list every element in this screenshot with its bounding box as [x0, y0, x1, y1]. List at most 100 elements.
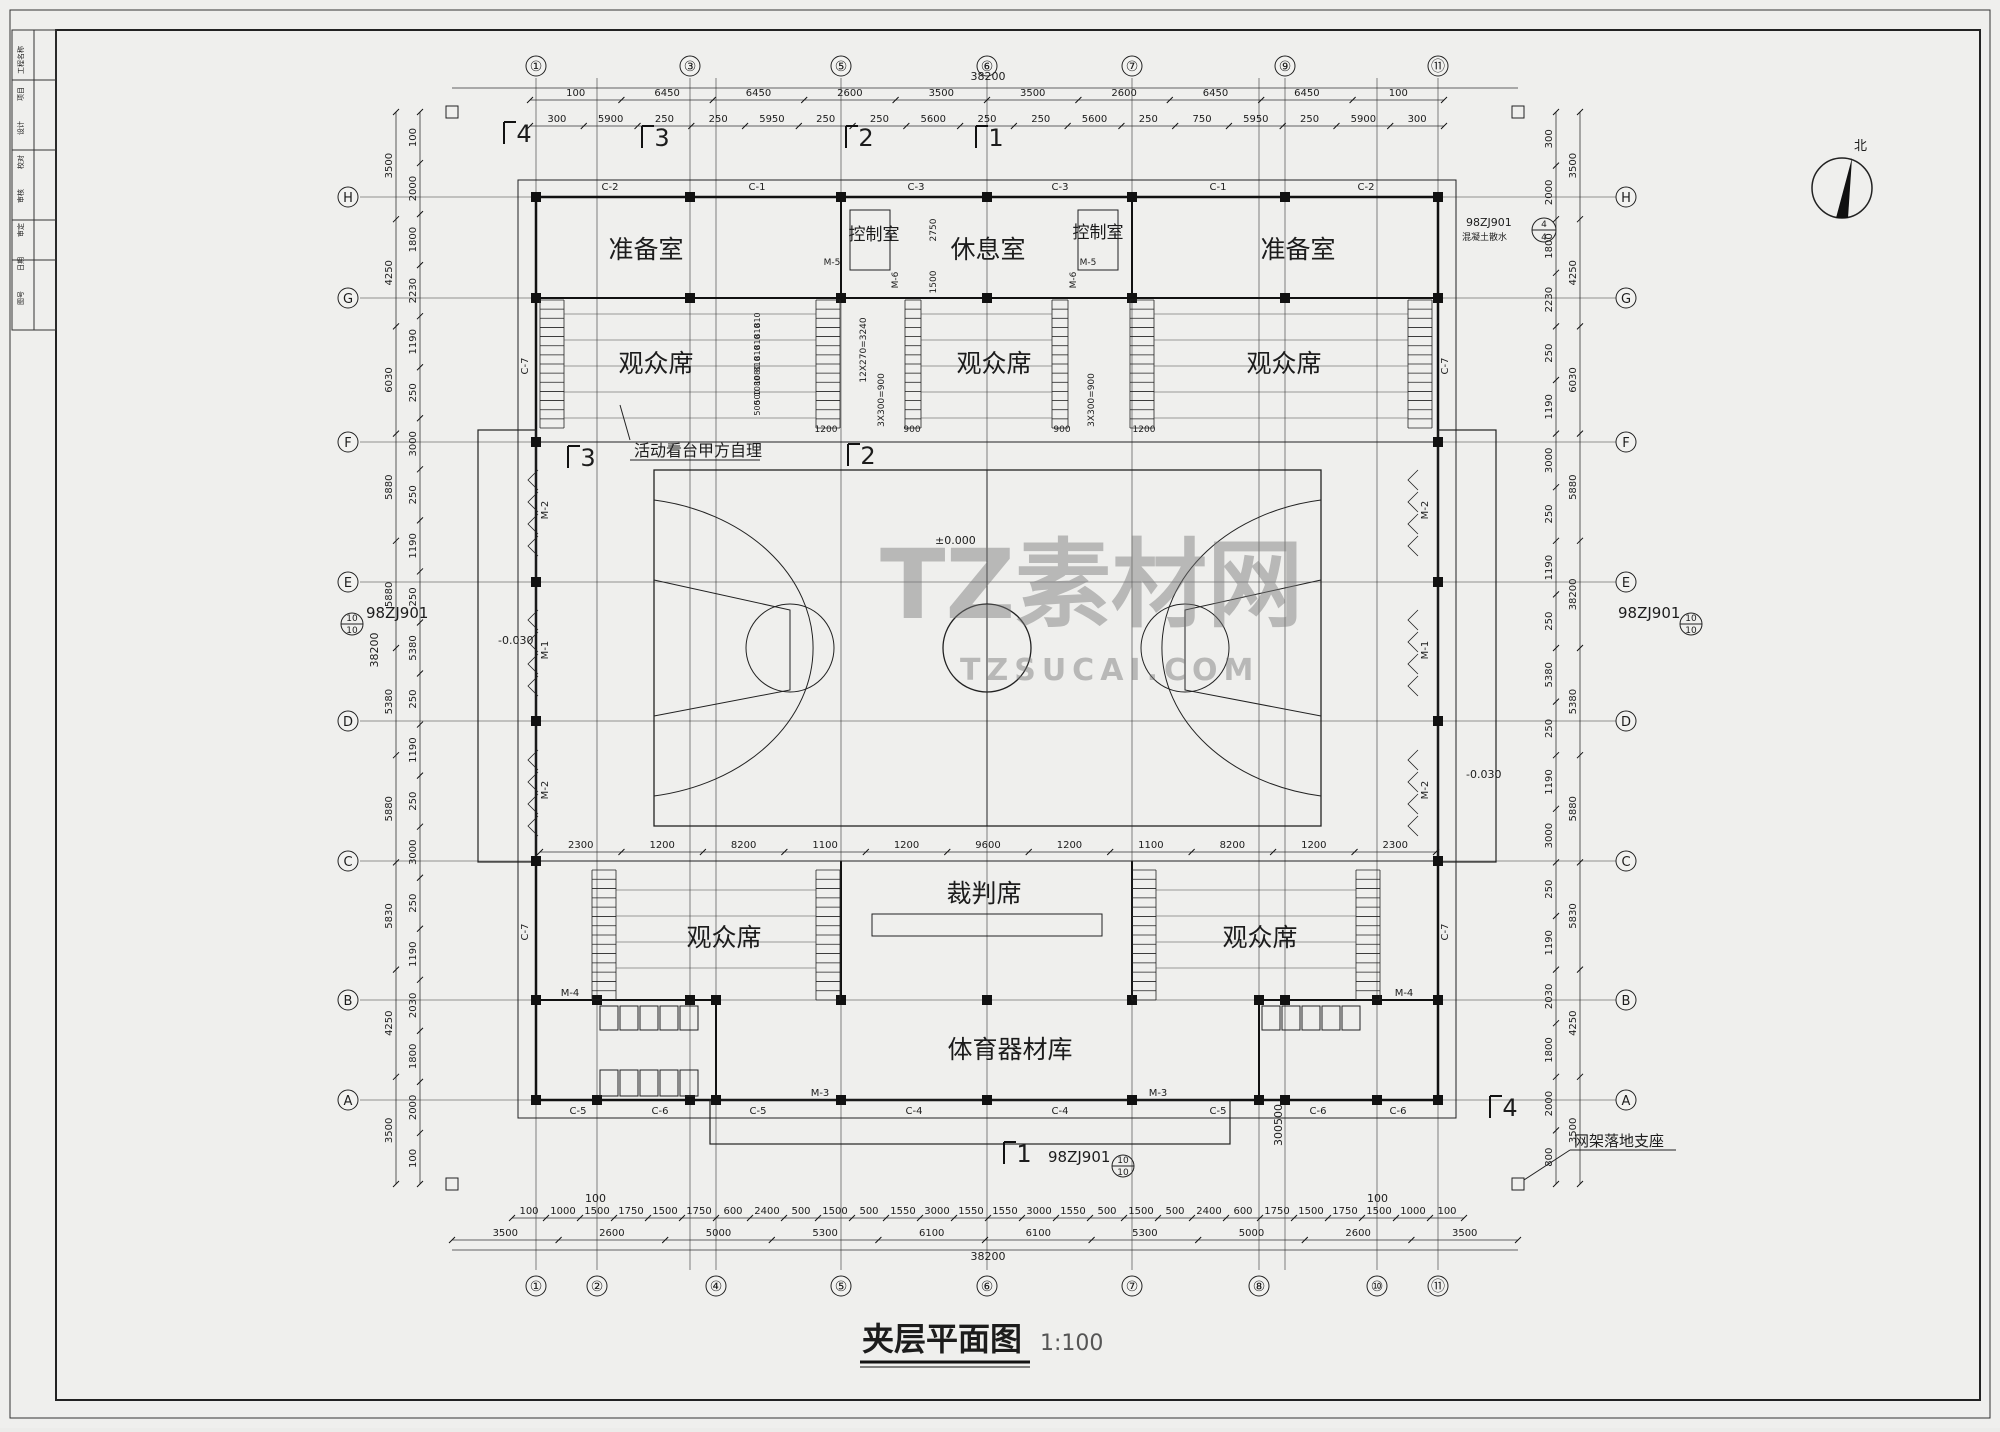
right-dim-inner-tick [1552, 859, 1560, 866]
court-dim-chain-tick [1106, 848, 1114, 856]
left-dim-outer-label: 5380 [384, 689, 395, 714]
axis-bubble-left [337, 850, 359, 872]
bottom-entry-platform [709, 1099, 1231, 1145]
right-dim-inner-tick [1552, 108, 1560, 116]
court-dim-chain-tick [1025, 848, 1033, 856]
top-dim-chain-2-label: 250 [816, 114, 835, 125]
left-dim-outer-tick [392, 323, 400, 330]
axis-label-right: A [1622, 1094, 1631, 1109]
bottom-dim-chain-2-tick [1408, 1236, 1415, 1244]
court-dim-chain-label: 8200 [731, 840, 756, 851]
bottom-dim-chain-1-label: 1500 [822, 1206, 847, 1217]
right-dim-outer-label: 6030 [1568, 367, 1579, 392]
left-dim-outer-tick [392, 966, 400, 973]
top-dim-chain-1-label: 3500 [929, 88, 954, 99]
left-dim-inner-tick [416, 363, 424, 371]
top-dim-chain-2-label: 250 [655, 114, 674, 125]
left-dim-outer-tick [392, 215, 400, 223]
overall-dim-top: 38200 [971, 70, 1006, 83]
axis-label-bottom: ④ [710, 1279, 723, 1295]
section-mark-label: 1 [988, 124, 1003, 152]
referee-table [871, 913, 1103, 937]
axis-bubble-bottom [525, 1275, 547, 1297]
north-arrow-pointer [1836, 158, 1852, 218]
right-dim-outer-label: 5880 [1568, 796, 1579, 821]
top-dim-chain-2-label: 5600 [1082, 114, 1107, 125]
bottom-dim-chain-1-tick [1358, 1214, 1366, 1222]
left-dim-inner-tick [416, 465, 424, 473]
axis-bubble-left [337, 989, 359, 1011]
right-dim-inner-label: 800 [1544, 1148, 1555, 1167]
stair-dim-label: 1200 [1133, 425, 1156, 435]
detail-top-right-num: 4 [1541, 220, 1547, 230]
structural-column [685, 192, 695, 202]
left-dim-outer-label: 5880 [384, 582, 395, 607]
toilet-stall [619, 1069, 639, 1097]
axis-bubble-bottom [1121, 1275, 1143, 1297]
axis-bubble-right [1615, 186, 1637, 208]
court-dim-chain-label: 2300 [568, 840, 593, 851]
structural-column [1433, 577, 1443, 587]
left-dim-inner-label: 1190 [408, 942, 419, 967]
door-swing [1407, 771, 1419, 793]
left-dim-inner-label: 250 [408, 587, 419, 606]
note-leader [619, 404, 631, 441]
structural-column [1433, 293, 1443, 303]
door-swing [1407, 675, 1419, 697]
court-dim-chain-label: 1200 [1301, 840, 1326, 851]
structural-column [711, 1095, 721, 1105]
overall-dim-left: 38200 [368, 633, 381, 668]
axis-bubble-left [337, 1089, 359, 1111]
court-dim-chain-label: 1200 [894, 840, 919, 851]
left-dim-inner-tick [416, 976, 424, 984]
watermark-cn: TZ素材网 [880, 529, 1303, 641]
left-dim-inner-tick [416, 1027, 424, 1035]
top-dim-chain-1-tick [1440, 96, 1448, 104]
top-dim-chain-2-label: 250 [1031, 114, 1050, 125]
top-dim-chain-2-label: 5600 [921, 114, 946, 125]
axis-bubble-right [1615, 989, 1637, 1011]
top-dim-chain-2-label: 250 [977, 114, 996, 125]
court-dim-chain-label: 1100 [1138, 840, 1163, 851]
top-dim-chain-1-tick [709, 96, 717, 104]
bottom-dim-chain-1-tick [1188, 1214, 1196, 1222]
top-dim-chain-2-label: 250 [870, 114, 889, 125]
left-dim-inner-label: 2000 [408, 1095, 419, 1120]
top-dim-chain-1-label: 3500 [1020, 88, 1045, 99]
door-label-m5: M-5 [824, 258, 841, 268]
left-dim-inner-tick [416, 159, 424, 167]
left-dim-inner-tick [416, 1078, 424, 1086]
axis-label-top: ⑥ [981, 59, 994, 75]
court-center-circle [942, 603, 1032, 693]
right-dim-outer-tick [1576, 1073, 1584, 1081]
seat-dim-label: 810 [753, 356, 762, 371]
structural-column [531, 577, 541, 587]
axis-label-bottom: ⑩ [1371, 1279, 1384, 1295]
note-movable-seats: 活动看台甲方自理 [634, 441, 762, 460]
seat-dim-label: 1080 [753, 376, 762, 396]
north-arrow: 北 [1811, 139, 1873, 219]
toilet-stall [659, 1005, 679, 1031]
top-dim-chain-2-label: 250 [1139, 114, 1158, 125]
walls [477, 179, 1497, 1145]
toilet-stall [619, 1005, 639, 1031]
bottom-dim-chain-2-label: 5300 [1132, 1228, 1157, 1239]
court-dim-chain-tick [943, 848, 951, 856]
right-dim-inner-label: 1190 [1544, 394, 1555, 419]
right-dim-outer-tick [1576, 751, 1584, 759]
bottom-dim-chain-1-label: 1750 [618, 1206, 643, 1217]
axis-label-top: ① [530, 59, 543, 75]
axis-bubble-left [337, 431, 359, 453]
left-dim-inner-label: 2000 [408, 176, 419, 201]
axis-label-left: B [344, 994, 353, 1009]
top-dim-chain-1-label: 6450 [1203, 88, 1228, 99]
door-swing [527, 771, 539, 793]
watermark-en: TZSUCAI.COM [960, 653, 1259, 688]
bottom-dim-chain-1-label: 2400 [1196, 1206, 1221, 1217]
bottom-dim-chain-2-label: 6100 [919, 1228, 944, 1239]
structural-column [982, 995, 992, 1005]
structural-column [592, 1095, 602, 1105]
structural-column [982, 293, 992, 303]
bottom-dim-chain-2-tick [1514, 1236, 1522, 1244]
